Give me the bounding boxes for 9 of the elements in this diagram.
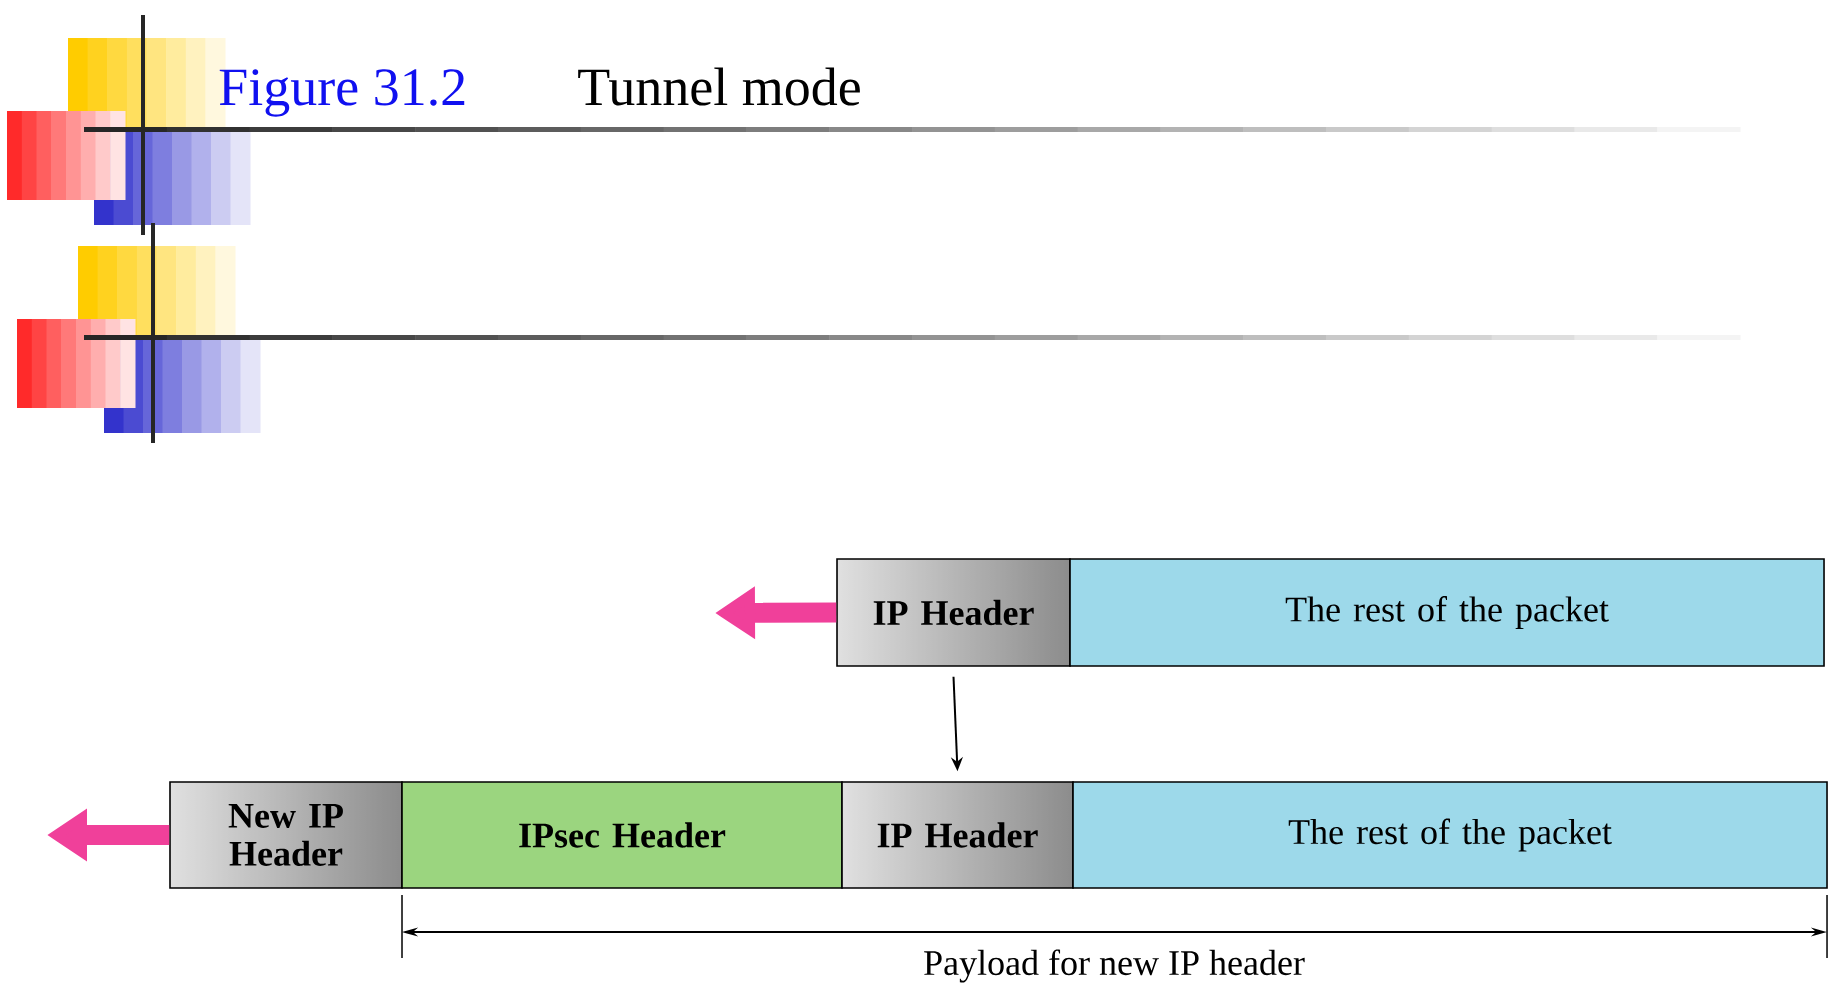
header-field: New IP Header <box>169 781 403 889</box>
header-field: IP Header <box>841 781 1074 889</box>
header-field: IPsec Header <box>401 781 843 889</box>
header-field: IP Header <box>836 558 1071 667</box>
payload-field: The rest of the packet <box>1072 781 1828 889</box>
title: Tunnel mode <box>578 67 860 106</box>
dimension-label: Payload for new IP header <box>924 949 1305 983</box>
payload-field: The rest of the packet <box>1069 558 1825 667</box>
figure-number: Figure 31.2 <box>219 69 465 117</box>
